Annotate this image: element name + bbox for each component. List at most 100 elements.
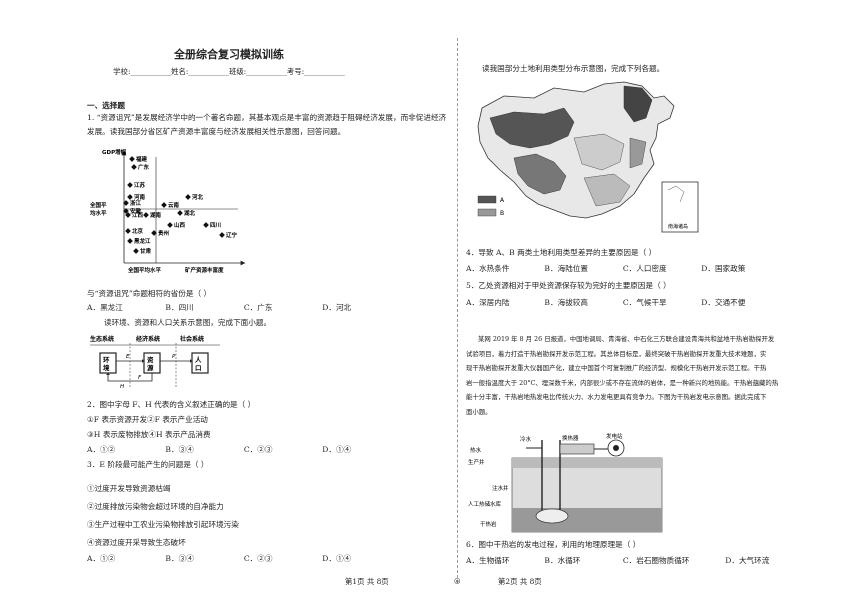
svg-text:环: 环 (103, 356, 110, 364)
passage-line: 能十分丰富，干热岩地热发电比传统火力、水力发电更具有竞争力。下图为干热岩发电示意… (466, 393, 767, 401)
section-heading: 一、选择题 (87, 101, 125, 110)
cold-water-label: 冷水 (520, 435, 532, 443)
scatter-point-label: 广东 (138, 163, 150, 171)
passage: 某网 2019 年 8 月 26 日报道，中国地调局、青海省、中石化三方联合建设… (466, 332, 778, 419)
q2-option-b[interactable]: B．③④ (165, 445, 194, 454)
q6-option-d[interactable]: D．大气环流 (725, 556, 770, 565)
scatter-point-label: 湖北 (184, 209, 196, 217)
svg-text:E: E (126, 354, 130, 360)
scatter-point-label: 云南 (168, 201, 180, 209)
svg-text:资: 资 (147, 355, 154, 364)
q6-options: A．生物循环 B．水循环 C．岩石圈物质循环 D．大气环流 (466, 554, 856, 568)
south-sea-inset (661, 181, 699, 233)
legend-a-swatch (477, 195, 497, 204)
right-page: 读我国部分土地利用类型分布示意图，完成下列各题。 南海诸岛 A B 4．导致 A… (458, 0, 860, 608)
q1-stem: 与“资源诅咒”命题相符的省份是（ ） (87, 289, 212, 298)
dry-rock-label: 干热岩 (480, 520, 497, 528)
page-title: 全册综合复习模拟训练 (174, 48, 284, 61)
scatter-point (219, 232, 225, 238)
q1-text-line1: 1. “资源诅咒”是发展经济学中的一个著名命题，其基本观点是丰富的资源趋于阻碍经… (87, 113, 447, 122)
q3-statement-1: ①过度开发导致资源枯竭 (87, 484, 171, 493)
left-page: 全册综合复习模拟训练 学校:___________姓名:___________班… (87, 48, 447, 563)
q3-statement-4: ④资源过度开采导致生态破坏 (87, 538, 186, 547)
q2-intro: 读环境、资源和人口关系示意图，完成下面小题。 (104, 318, 272, 327)
legend-b-swatch (477, 208, 497, 217)
passage-line: 岩一般指温度大于 20°C、埋深数千米，内部很少或不存在流体的岩体，是一种新兴的… (466, 378, 779, 387)
scatter-point (129, 156, 135, 162)
china-land-use-map: 南海诸岛 A B (474, 78, 704, 238)
scatter-point-label: 江苏 (134, 181, 146, 189)
q6-option-a[interactable]: A．生物循环 (466, 556, 510, 565)
q2-option-d[interactable]: D．①④ (322, 445, 352, 454)
x-mid-label: 全国平均水平 (127, 266, 162, 274)
scatter-point (127, 182, 133, 188)
reservoir-label: 人工热储水库 (468, 500, 502, 508)
scatter-point-label: 湖南 (150, 211, 162, 219)
legend-a-label: A (500, 197, 505, 204)
svg-text:H: H (120, 384, 124, 390)
q3-option-b[interactable]: B．③④ (165, 554, 194, 563)
y-axis-label: GDP增幅 (102, 148, 127, 156)
x-axis-label: 矿产资源丰富度 (185, 266, 224, 274)
scatter-point-label: 甘肃 (140, 247, 152, 255)
q3-option-d[interactable]: D．①④ (322, 554, 352, 563)
q2-statement-2: ③H 表示废物排放④H 表示产品消费 (87, 430, 211, 439)
scatter-point-label: 山西 (174, 221, 186, 229)
scatter-point (143, 212, 149, 218)
scatter-point (203, 222, 209, 228)
q1-option-d[interactable]: D．河北 (322, 303, 352, 312)
q3-statement-3: ③生产过程中工农业污染物排放引起环境污染 (87, 520, 239, 529)
ecosystem-label: 生态系统 (90, 335, 114, 343)
scatter-point-label: 贵州 (158, 229, 170, 237)
q6-option-c[interactable]: C．岩石圈物质循环 (622, 556, 690, 565)
q4-option-c[interactable]: C．人口密度 (622, 264, 667, 273)
scatter-point-label: 安徽 (130, 207, 142, 215)
inset-label: 南海诸岛 (668, 223, 688, 230)
svg-text:人: 人 (195, 355, 202, 364)
page-divider (457, 38, 458, 583)
scatter-point (125, 228, 131, 234)
scatter-point-label: 黑龙江 (134, 237, 151, 245)
q6-stem: 6．图中干热岩的发电过程，利用的地理原理是（ ） (466, 540, 641, 549)
q6-option-b[interactable]: B．水循环 (544, 556, 581, 565)
q4-options: A．水热条件 B．海陆位置 C．人口密度 D．国家政策 (466, 262, 856, 276)
scatter-point (133, 248, 139, 254)
q5-option-b[interactable]: B．海拔较高 (544, 298, 588, 307)
q3-option-a[interactable]: A．①② (87, 554, 116, 563)
footer-left-page-number: 第1页 共 8页 (345, 577, 389, 586)
q4-option-d[interactable]: D．国家政策 (701, 264, 746, 273)
q3-option-c[interactable]: C．②③ (243, 554, 273, 563)
population-box (191, 352, 209, 374)
resource-gdp-scatter-chart: GDP增幅 全国平 均水平 全国平均水平 矿产资源丰富度 福建广东江苏河南河北浙… (89, 148, 246, 274)
scatter-point-label: 河南 (134, 193, 146, 201)
scatter-point-label: 江西 (132, 211, 144, 219)
scatter-point-label: 河北 (192, 193, 204, 201)
q1-option-c[interactable]: C．广东 (243, 303, 273, 312)
injection-well-label: 注水井 (492, 484, 509, 492)
footer-right-page-number: 第2页 共 8页 (498, 577, 542, 586)
heat-exchanger-label: 换热器 (562, 434, 579, 442)
scatter-point-label: 福建 (135, 155, 148, 163)
economic-system-label: 经济系统 (136, 335, 160, 343)
q1-option-b[interactable]: B．四川 (165, 303, 194, 312)
q5-option-c[interactable]: C．气候干旱 (622, 298, 667, 307)
q4-option-a[interactable]: A．水热条件 (466, 264, 510, 273)
q4-option-b[interactable]: B．海陆位置 (544, 264, 588, 273)
q2-options: A．①② B．③④ C．②③ D．①④ (87, 443, 447, 457)
environment-resource-population-diagram: 生态系统 经济系统 社会系统 环 境 资 源 人 口 E P F H (90, 335, 220, 390)
student-info-line: 学校:___________姓名:___________班级:_________… (113, 67, 345, 76)
svg-text:源: 源 (147, 363, 154, 372)
q5-options: A．深居内陆 B．海拔较高 C．气候干旱 D．交通不便 (466, 296, 856, 310)
social-system-label: 社会系统 (179, 335, 204, 343)
q2-option-a[interactable]: A．①② (87, 445, 116, 454)
q5-option-d[interactable]: D．交通不便 (701, 298, 746, 307)
scatter-point-label: 辽宁 (226, 231, 238, 239)
q2-option-c[interactable]: C．②③ (243, 445, 273, 454)
passage-line: 试验项目，着力打造干热岩勘探开发示范工程。其总体目标是，最终突破干热岩勘探开发重… (466, 349, 767, 358)
scatter-point (127, 194, 133, 200)
hot-water-label: 热水 (470, 446, 482, 454)
svg-text:F: F (138, 375, 142, 381)
q5-option-a[interactable]: A．深居内陆 (466, 298, 510, 307)
q1-option-a[interactable]: A．黑龙江 (87, 303, 123, 312)
map-intro: 读我国部分土地利用类型分布示意图，完成下列各题。 (482, 64, 665, 73)
